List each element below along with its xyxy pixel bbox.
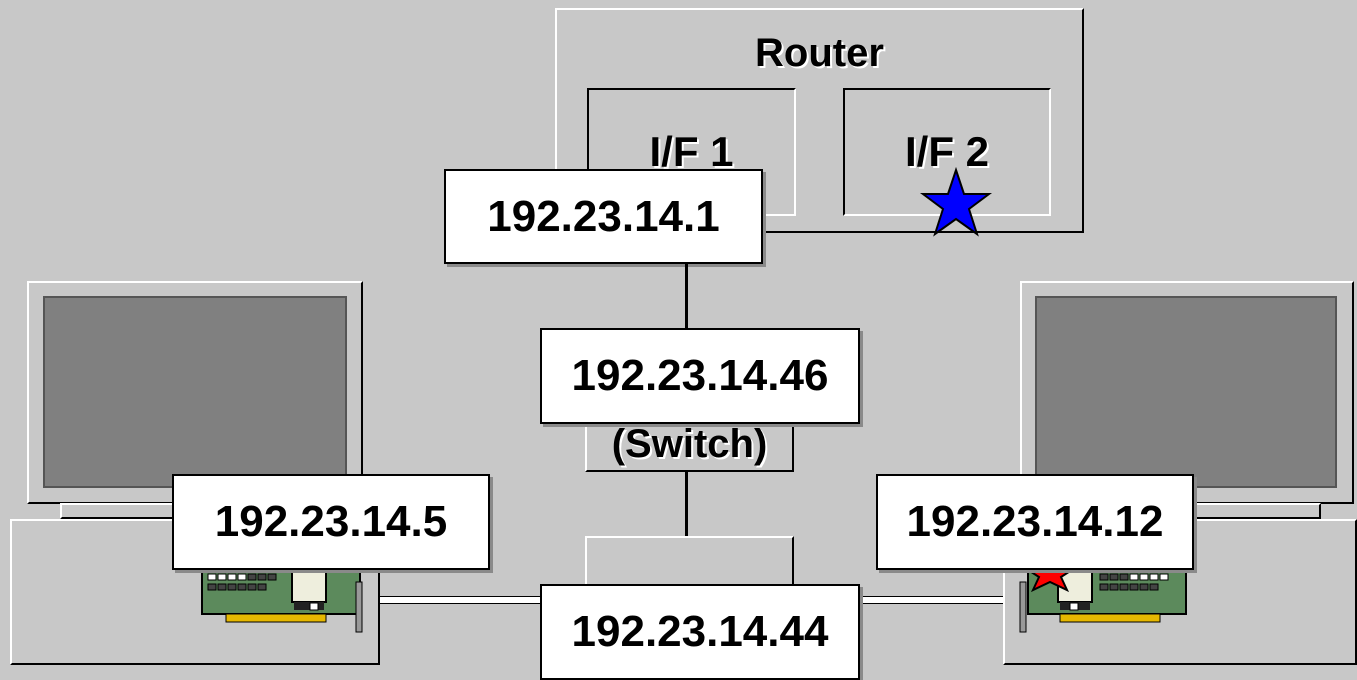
switch-label: (Switch) (611, 421, 768, 466)
right-host-address: 192.23.14.12 (876, 474, 1194, 570)
link-router-switch (685, 264, 688, 328)
switch-address: 192.23.14.46 (540, 328, 860, 424)
left-monitor-screen (43, 296, 347, 488)
left-host-address: 192.23.14.5 (172, 474, 490, 570)
router-interface-2-label: I/F 2 (904, 128, 990, 175)
router-interface-1-label: I/F 1 (649, 128, 734, 175)
cable-left (364, 596, 544, 604)
link-switch-lower (685, 472, 688, 536)
right-monitor-screen (1035, 296, 1337, 488)
blue-star-icon (920, 166, 992, 237)
lower-address: 192.23.14.44 (540, 584, 860, 680)
left-nic-card-icon (201, 567, 363, 633)
cable-right (858, 596, 1020, 604)
router-title: Router (755, 30, 884, 75)
router-if1-address: 192.23.14.1 (444, 169, 763, 264)
